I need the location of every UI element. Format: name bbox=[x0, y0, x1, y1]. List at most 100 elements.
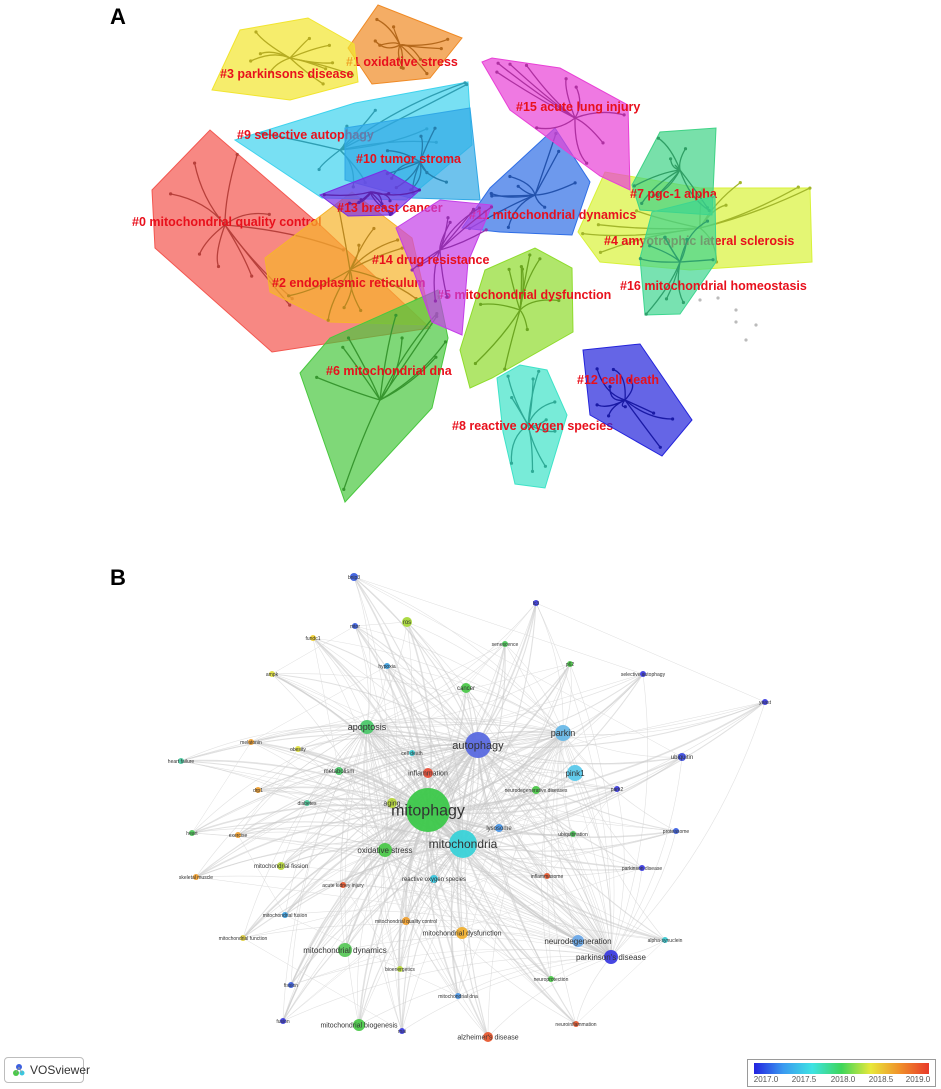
cluster-node bbox=[235, 152, 239, 157]
network-edge bbox=[384, 849, 463, 934]
cluster-5: #5 mitochondrial dysfunction bbox=[437, 247, 611, 389]
network-node-label: mitophagy bbox=[391, 803, 465, 820]
network-edge bbox=[358, 744, 479, 1026]
cluster-node bbox=[651, 193, 656, 198]
cluster-edge bbox=[509, 175, 536, 196]
network-edge bbox=[487, 956, 612, 1038]
cluster-node bbox=[433, 299, 437, 303]
network-edge bbox=[386, 665, 564, 734]
network-edge bbox=[353, 576, 564, 734]
network-edge bbox=[399, 809, 429, 970]
network-node-label: neurodegenerative diseases bbox=[505, 788, 568, 794]
cluster-node bbox=[324, 67, 328, 71]
network-node bbox=[678, 753, 686, 761]
cluster-node bbox=[525, 327, 529, 332]
network-node bbox=[461, 683, 471, 693]
cluster-node bbox=[808, 186, 812, 190]
network-node-label: bnip3 bbox=[348, 575, 360, 581]
network-edge bbox=[242, 732, 564, 939]
network-edge bbox=[257, 789, 386, 851]
network-node bbox=[310, 635, 316, 641]
network-node-label: senescence bbox=[492, 642, 519, 648]
cluster-node bbox=[656, 193, 660, 197]
network-node-label: ros bbox=[403, 620, 411, 626]
network-node bbox=[406, 788, 450, 832]
network-edges bbox=[180, 576, 766, 1038]
network-edge bbox=[562, 673, 644, 734]
network-edge bbox=[610, 673, 649, 958]
cluster-node bbox=[490, 194, 494, 198]
network-edge bbox=[384, 701, 766, 851]
network-edge bbox=[312, 637, 479, 746]
network-node-label: selective autophagy bbox=[621, 672, 666, 678]
network-node bbox=[639, 865, 645, 871]
network-node-label: obesity bbox=[290, 747, 306, 753]
cluster-6: #6 mitochondrial dna bbox=[299, 289, 453, 503]
network-node-label: ubiquitination bbox=[558, 832, 588, 838]
cluster-1: #1 oxidative stress bbox=[346, 4, 463, 85]
cluster-edge bbox=[374, 40, 401, 49]
network-edge bbox=[535, 602, 612, 958]
cluster-node bbox=[418, 57, 422, 61]
network-node-label: neuroprotection bbox=[534, 977, 569, 983]
cluster-edge bbox=[379, 341, 447, 401]
network-edge bbox=[342, 789, 537, 886]
cluster-3: #3 parkinsons disease bbox=[211, 17, 359, 101]
legend-tick: 2019.0 bbox=[905, 1075, 931, 1084]
legend-tick: 2017.0 bbox=[753, 1075, 779, 1084]
cluster-edge bbox=[316, 376, 381, 401]
year-color-legend: 2017.0 2017.5 2018.0 2018.5 2019.0 bbox=[747, 1059, 936, 1087]
network-edge bbox=[282, 732, 564, 1022]
cluster-node bbox=[410, 268, 414, 272]
network-node-label: hypoxia bbox=[378, 664, 395, 670]
cluster-label: #15 acute lung injury bbox=[516, 100, 640, 114]
cluster-edge bbox=[399, 44, 442, 50]
cluster-edge bbox=[347, 337, 381, 401]
cluster-edge bbox=[519, 299, 559, 311]
network-edge bbox=[411, 752, 618, 790]
cluster-edge bbox=[255, 31, 291, 59]
cluster-node bbox=[557, 298, 561, 303]
network-edge bbox=[397, 809, 429, 1032]
network-node-label: alzheimer's disease bbox=[457, 1034, 518, 1041]
network-node-label: apoptosis bbox=[348, 722, 387, 732]
cluster-edge bbox=[519, 258, 541, 311]
cluster-edge bbox=[369, 191, 392, 214]
network-edge bbox=[271, 673, 368, 728]
network-node-label: mitochondrial quality control bbox=[375, 919, 437, 925]
cluster-node bbox=[425, 171, 429, 175]
cluster-edge bbox=[634, 169, 681, 187]
cluster-edge bbox=[342, 346, 381, 401]
cluster-edge bbox=[527, 401, 555, 426]
network-edge bbox=[242, 726, 368, 939]
network-node-label: fusion bbox=[276, 1019, 290, 1025]
cluster-edge bbox=[510, 424, 529, 464]
network-edge bbox=[399, 949, 612, 970]
cluster-node bbox=[683, 147, 688, 151]
network-node bbox=[555, 725, 571, 741]
cluster-node bbox=[496, 61, 500, 65]
network-node-label: cancer bbox=[457, 686, 475, 692]
network-edge bbox=[353, 576, 644, 675]
network-node-label: parkinson disease bbox=[622, 866, 663, 872]
cluster-node bbox=[394, 313, 398, 317]
network-node bbox=[456, 927, 468, 939]
network-node bbox=[189, 830, 195, 836]
network-edge bbox=[562, 732, 666, 941]
network-edge bbox=[180, 760, 612, 958]
network-edge bbox=[195, 726, 368, 878]
network-edge bbox=[457, 732, 564, 997]
cluster-node bbox=[506, 374, 510, 378]
network-edge bbox=[180, 663, 571, 762]
network-edge bbox=[191, 741, 252, 834]
network-edge bbox=[384, 665, 398, 851]
network-edge bbox=[546, 875, 552, 980]
cluster-edge bbox=[289, 44, 330, 59]
network-node-label: lc3 bbox=[533, 601, 540, 607]
cluster-label: #10 tumor stroma bbox=[356, 152, 462, 166]
cluster-edge bbox=[609, 386, 626, 401]
network-edge bbox=[384, 756, 683, 851]
cluster-node bbox=[608, 385, 612, 389]
network-edge bbox=[353, 576, 371, 728]
cluster-node bbox=[341, 345, 345, 349]
